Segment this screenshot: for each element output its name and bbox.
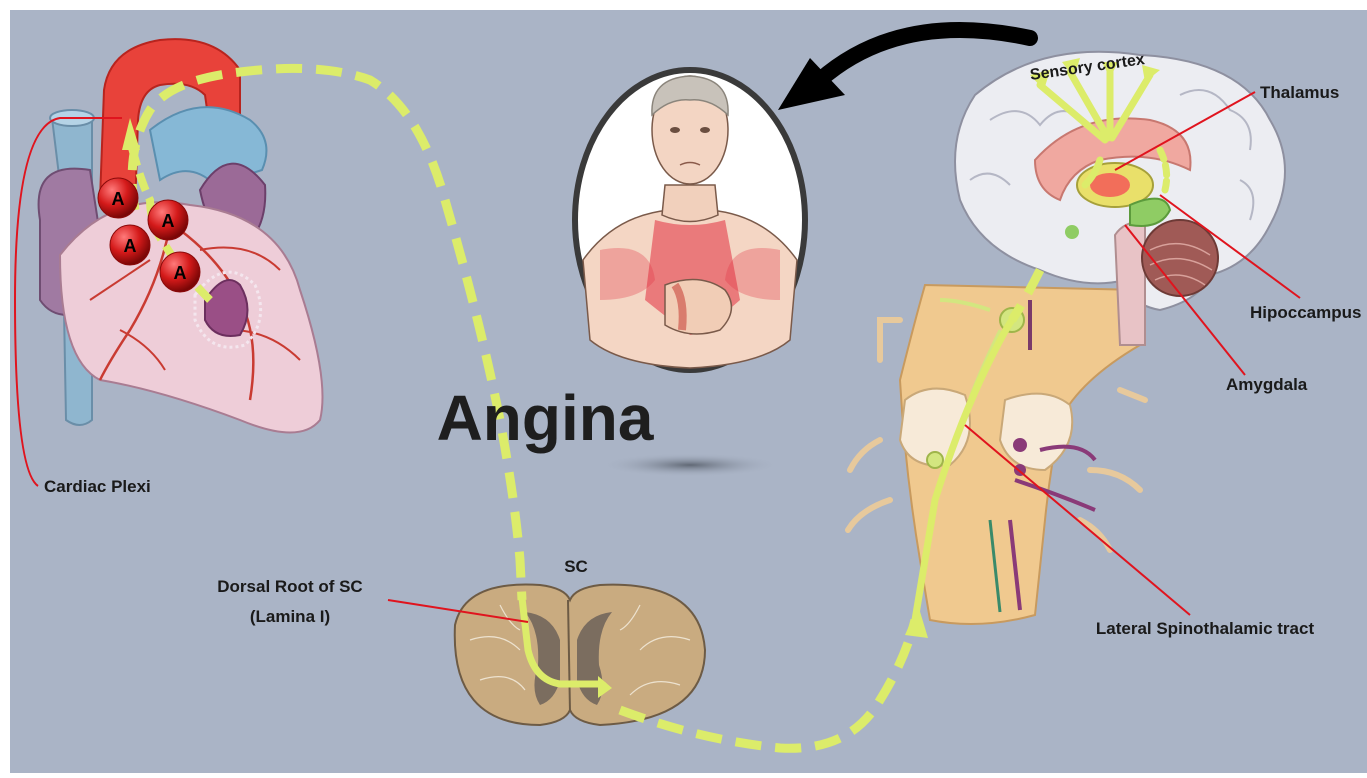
afferent-marker: A — [148, 200, 188, 240]
label-cardiac-plexi: Cardiac Plexi — [44, 477, 151, 496]
marker-label: A — [112, 189, 125, 209]
marker-label: A — [174, 263, 187, 283]
label-lateral-spinothalamic: Lateral Spinothalamic tract — [1096, 619, 1315, 638]
marker-label: A — [124, 236, 137, 256]
label-lamina: (Lamina I) — [250, 607, 330, 626]
title-shadow — [600, 453, 780, 477]
page-title: Angina — [437, 382, 654, 454]
label-hipoccampus: Hipoccampus — [1250, 303, 1361, 322]
afferent-marker: A — [98, 178, 138, 218]
label-dorsal-root: Dorsal Root of SC — [217, 577, 362, 596]
marker-label: A — [162, 211, 175, 231]
label-amygdala: Amygdala — [1226, 375, 1308, 394]
label-thalamus: Thalamus — [1260, 83, 1339, 102]
afferent-marker: A — [160, 252, 200, 292]
spinal-cord-illustration — [455, 585, 705, 726]
angina-patient-figure — [575, 70, 805, 370]
afferent-marker: A — [110, 225, 150, 265]
label-sc: SC — [564, 557, 588, 576]
